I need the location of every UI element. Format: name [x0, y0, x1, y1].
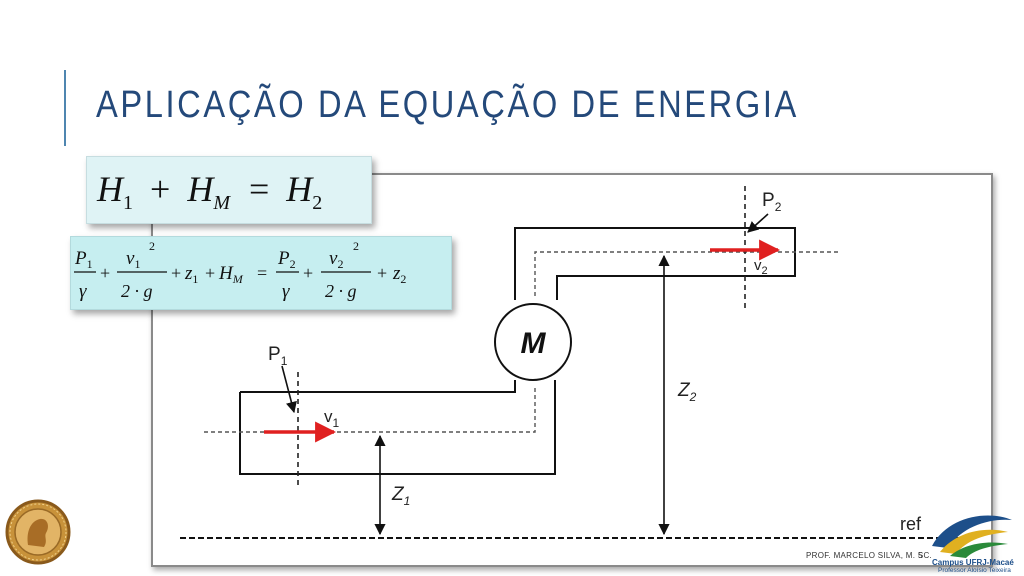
campus-logo-title: Campus UFRJ-Macaé	[932, 558, 1014, 567]
svg-text:v2: v2	[329, 248, 343, 271]
campus-logo-icon	[932, 515, 1012, 558]
p2-pointer	[747, 213, 769, 233]
svg-text:=: =	[257, 263, 267, 283]
svg-text:P2: P2	[277, 248, 296, 271]
bernoulli-equation: P1 γ + v1 2 2 · g + z1 + HM = P2 γ + v2 …	[74, 239, 406, 302]
energy-equation: H1 + HM = H2	[96, 169, 322, 217]
p2-label: P2	[762, 190, 782, 214]
svg-text:+: +	[303, 263, 313, 283]
page-number: 5	[918, 551, 923, 560]
svg-text:v1: v1	[126, 248, 140, 271]
footer-author: PROF. MARCELO SILVA, M. SC.	[806, 551, 933, 560]
svg-text:+: +	[100, 263, 110, 283]
svg-text:P1: P1	[74, 248, 93, 271]
svg-text:+: +	[377, 263, 387, 283]
title-accent-bar	[64, 70, 66, 146]
motor-circle	[494, 303, 572, 381]
svg-text:HM: HM	[218, 263, 244, 286]
svg-text:+: +	[205, 263, 215, 283]
p1-label: P1	[268, 344, 288, 368]
svg-text:+: +	[171, 263, 181, 283]
pipe-outline-inner	[240, 380, 516, 393]
svg-text:γ: γ	[282, 281, 290, 302]
p1-pointer	[281, 365, 297, 414]
slide-title: APLICAÇÃO DA EQUAÇÃO DE ENERGIA	[96, 84, 799, 126]
campus-logo-subtitle: Professor Aloísio Teixeira	[938, 567, 1011, 574]
motor-label: M	[521, 327, 547, 360]
svg-text:z1: z1	[184, 263, 198, 286]
pipe-centerline-upper	[534, 251, 840, 296]
svg-text:2 · g: 2 · g	[325, 281, 357, 301]
pipe-outline-top	[239, 380, 556, 475]
svg-text:2: 2	[149, 239, 155, 253]
svg-text:H1 + HM =: H1 + HM = H2	[96, 169, 322, 217]
energy-equation-box: H1 + HM = H2	[86, 156, 372, 224]
z1-label: Z1	[391, 484, 410, 508]
svg-text:2 · g: 2 · g	[121, 281, 153, 301]
z2-label: Z2	[677, 380, 697, 404]
bernoulli-equation-box: P1 γ + v1 2 2 · g + z1 + HM = P2 γ + v2 …	[70, 236, 452, 310]
svg-text:γ: γ	[79, 281, 87, 302]
svg-text:z2: z2	[392, 263, 406, 286]
pipe-centerline	[204, 385, 536, 433]
figure-frame	[151, 173, 993, 567]
svg-text:2: 2	[353, 239, 359, 253]
v1-label: v1	[324, 407, 340, 430]
university-seal-icon	[5, 499, 71, 565]
v2-label: v2	[754, 257, 768, 277]
ref-label: ref	[900, 514, 922, 534]
